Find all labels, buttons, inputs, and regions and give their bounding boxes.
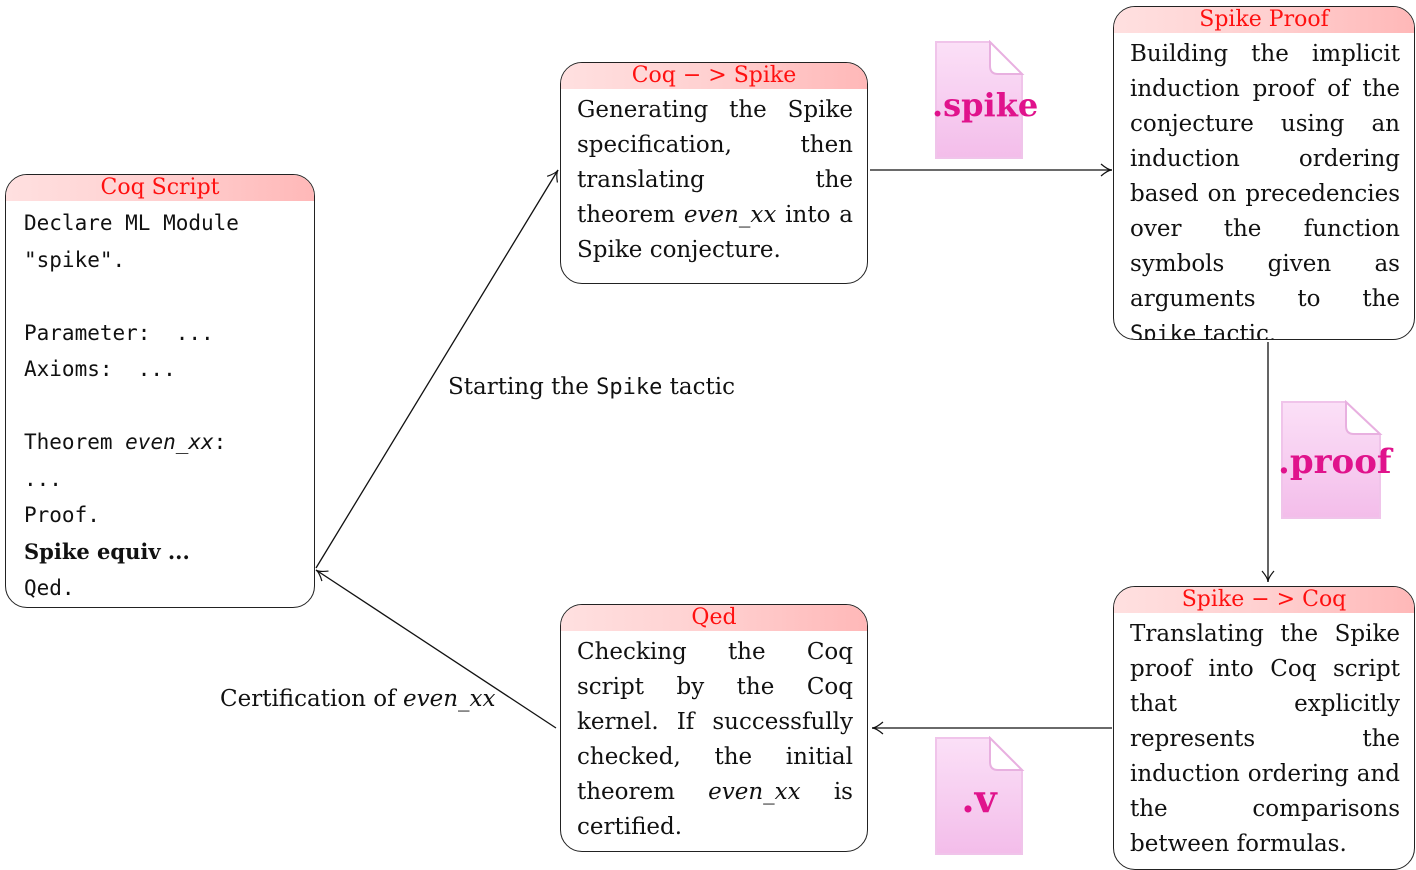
coq-to-spike-text-b: into a Spike conjecture. [577, 202, 854, 263]
qed-title: Qed [561, 605, 867, 631]
qed-box: Qed Checking the Coq script by the Coq k… [560, 604, 868, 852]
certification-label: Certification of even_xx [220, 686, 495, 712]
spike-proof-title: Spike Proof [1114, 7, 1414, 33]
qed-text-a: Checking the Coq script by the Coq kerne… [577, 639, 853, 805]
spike-to-coq-text: Translating the Spike proof into Coq scr… [1114, 613, 1414, 862]
spike-to-coq-box: Spike − > Coq Translating the Spike proo… [1113, 586, 1415, 870]
coq-script-box: Coq Script Declare ML Module "spike". Pa… [5, 174, 315, 608]
start-label-tactic: Spike [596, 375, 663, 400]
coq-to-spike-text: Generating the Spike specification, then… [561, 89, 867, 268]
coq-script-title: Coq Script [6, 175, 314, 201]
qed-text: Checking the Coq script by the Coq kerne… [561, 631, 867, 845]
arrow-start-spike [315, 169, 559, 569]
theorem-name: even_xx [125, 430, 214, 454]
spike-proof-text: Building the implicit induction proof of… [1114, 33, 1414, 340]
spike-file-icon: .spike [932, 39, 1039, 162]
proof-file-ext: .proof [1278, 442, 1392, 482]
spike-proof-box: Spike Proof Building the implicit induct… [1113, 6, 1415, 340]
document-icon [935, 39, 1025, 159]
cert-label-theorem: even_xx [402, 686, 496, 712]
code-line-1: Declare ML Module [24, 211, 239, 235]
spike-proof-text-b: tactic. [1196, 321, 1277, 340]
v-file-icon: .v [932, 735, 1026, 858]
start-label-b: tactic [662, 374, 736, 400]
code-line-7: Theorem [24, 430, 126, 454]
coq-to-spike-text-a: Generating the Spike specification, then… [577, 97, 853, 228]
arrow-certification [315, 569, 557, 729]
code-line-4: Parameter: ... [24, 320, 214, 345]
document-icon [935, 735, 1025, 855]
document-icon [1281, 399, 1383, 519]
spike-to-coq-title: Spike − > Coq [1114, 587, 1414, 613]
v-file-ext: .v [961, 776, 997, 821]
start-spike-label: Starting the Spike tactic [448, 374, 735, 400]
qed-theorem: even_xx [708, 779, 801, 805]
spike-proof-text-a: Building the implicit induction proof of… [1130, 41, 1400, 312]
qed-text-b: is certified. [577, 779, 853, 840]
code-line-qed: Qed. [24, 576, 75, 600]
proof-file-icon: .proof [1278, 399, 1392, 522]
code-line-9: Proof. [24, 503, 100, 527]
cert-label-a: Certification of [220, 686, 403, 712]
coq-to-spike-theorem: even_xx [683, 202, 777, 228]
coq-to-spike-title: Coq − > Spike [561, 63, 867, 89]
spike-to-coq-paragraph: Translating the Spike proof into Coq scr… [1130, 621, 1400, 857]
spike-file-ext: .spike [932, 86, 1039, 124]
code-line-spike-equiv: Spike equiv ... [24, 538, 190, 564]
code-line-5: Axioms: ... [24, 357, 176, 381]
coq-script-code: Declare ML Module "spike". Parameter: ..… [6, 201, 314, 607]
code-line-7-colon: : [213, 430, 227, 454]
code-line-2: "spike". [24, 247, 126, 272]
code-line-8: ... [24, 466, 62, 491]
spike-proof-tactic: Spike [1130, 322, 1197, 340]
start-label-a: Starting the [448, 374, 597, 400]
coq-to-spike-box: Coq − > Spike Generating the Spike speci… [560, 62, 868, 284]
